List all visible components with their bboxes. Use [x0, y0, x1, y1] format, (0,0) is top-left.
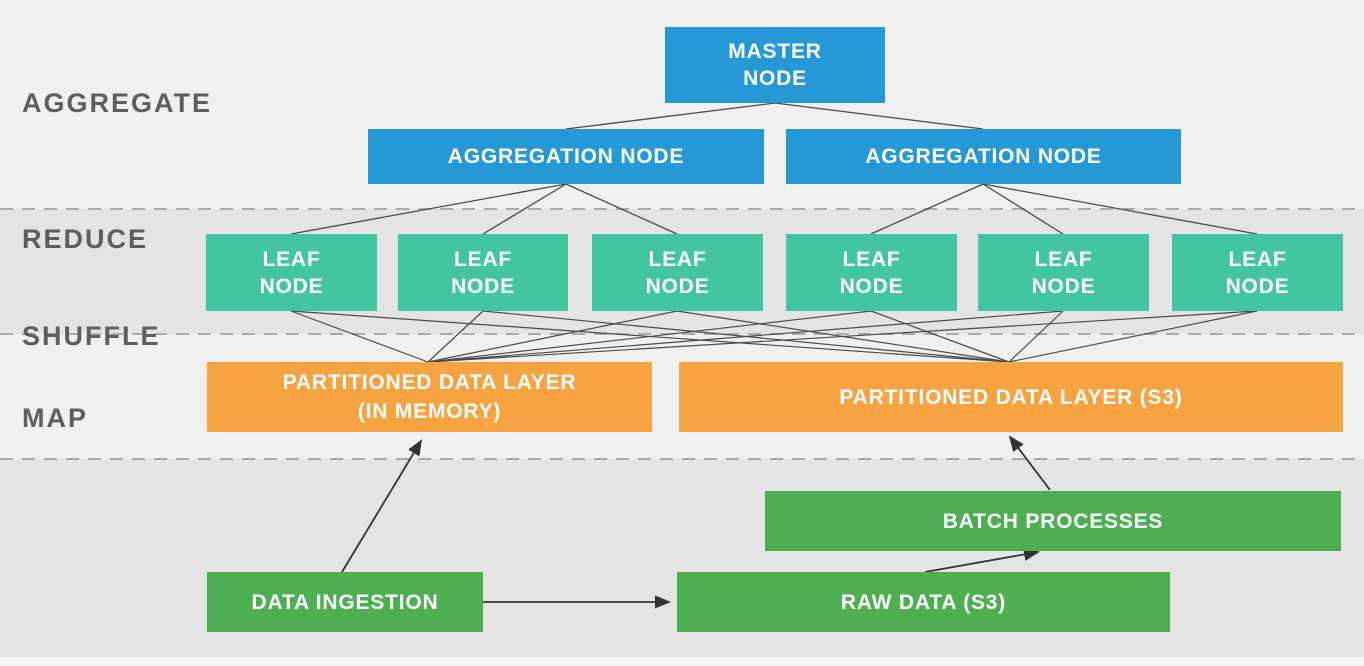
leaf-node-4-label-line1: LEAF: [842, 247, 901, 271]
raw-data-s3-label: RAW DATA (S3): [840, 590, 1007, 614]
partitioned-data-layer-s3: PARTITIONED DATA LAYER (S3): [679, 362, 1343, 432]
band-bottom-strip: [0, 657, 1364, 666]
partitioned-data-layer-s3-label: PARTITIONED DATA LAYER (S3): [839, 385, 1183, 409]
leaf-node-6: LEAF NODE: [1172, 234, 1343, 311]
stage-label-map: MAP: [22, 403, 88, 433]
dashed-separators: [0, 208, 1364, 460]
partitioned-data-layer-memory-label-line1: PARTITIONED DATA LAYER: [282, 371, 577, 394]
aggregation-node-1-label: AGGREGATION NODE: [447, 145, 685, 168]
leaf-node-6-label-line2: NODE: [1225, 274, 1290, 298]
leaf-node-4-label-line2: NODE: [839, 274, 904, 298]
partitioned-data-layer-memory: PARTITIONED DATA LAYER (IN MEMORY): [207, 362, 652, 432]
leaf-node-6-label-line1: LEAF: [1228, 247, 1287, 271]
data-ingestion-label: DATA INGESTION: [251, 590, 439, 614]
stage-label-reduce: REDUCE: [22, 224, 149, 254]
dataflow-arrows: [341, 435, 1051, 609]
master-node: MASTER NODE: [665, 27, 885, 103]
aggregation-node-1: AGGREGATION NODE: [368, 129, 764, 184]
stage-label-shuffle: SHUFFLE: [22, 321, 161, 351]
leaf-node-3: LEAF NODE: [592, 234, 763, 311]
batch-processes-label: BATCH PROCESSES: [942, 509, 1164, 533]
leaf-node-1-label-line1: LEAF: [262, 247, 321, 271]
master-to-aggregation-edges: [565, 102, 984, 130]
leaf-node-5: LEAF NODE: [978, 234, 1149, 311]
leaf-node-3-label-line2: NODE: [645, 274, 710, 298]
leaf-node-5-label-line2: NODE: [1031, 274, 1096, 298]
aggregation-node-2-label: AGGREGATION NODE: [865, 145, 1102, 168]
leaf-node-2-label-line2: NODE: [451, 274, 515, 298]
master-node-label-line1: MASTER: [728, 40, 822, 63]
data-ingestion: DATA INGESTION: [207, 572, 483, 632]
leaf-node-5-label-line1: LEAF: [1034, 247, 1093, 271]
partitioned-data-layer-memory-label-line2: (IN MEMORY): [357, 400, 502, 423]
leaf-node-1-label-line2: NODE: [259, 274, 324, 298]
aggregation-to-leaf-edges: [290, 183, 1258, 235]
leaf-node-3-label-line1: LEAF: [648, 247, 707, 271]
shuffle-edges: [290, 310, 1258, 363]
aggregation-node-2: AGGREGATION NODE: [786, 129, 1181, 184]
master-node-label-line2: NODE: [743, 67, 807, 90]
batch-processes: BATCH PROCESSES: [765, 491, 1341, 551]
leaf-node-2: LEAF NODE: [398, 234, 568, 311]
leaf-node-1: LEAF NODE: [206, 234, 377, 311]
leaf-node-4: LEAF NODE: [786, 234, 957, 311]
stage-label-aggregate: AGGREGATE: [22, 88, 213, 118]
leaf-node-2-label-line1: LEAF: [453, 247, 513, 271]
raw-data-s3: RAW DATA (S3): [677, 572, 1170, 632]
